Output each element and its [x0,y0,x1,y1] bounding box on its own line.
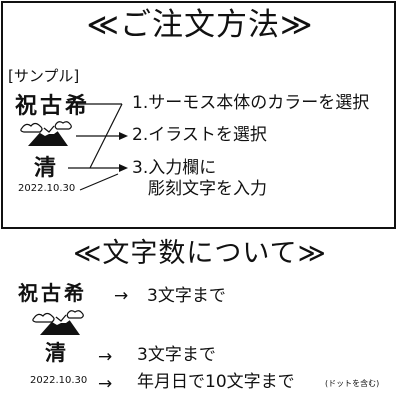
count-sample-text: 祝古希 [18,281,87,305]
sample-name: 清 [34,155,57,181]
step-2-select-illustration: 2.イラストを選択 [132,125,267,145]
arrow-right-icon [119,132,128,172]
character-count-title: ≪文字数について≫ [73,238,327,269]
mount-fuji-icon [20,121,72,146]
leader-lines [68,103,123,191]
dot-included-note: (ドットを含む) [325,379,380,388]
sample-date: 2022.10.30 [18,183,76,194]
arrow-right-icon-row1: → [114,286,129,306]
step-3-enter-engraving: 彫刻文字を入力 [148,179,267,199]
count-sample-name: 清 [45,340,66,365]
arrow-right-icon-row3: → [98,374,113,394]
sample-tag: [サンプル] [8,67,80,85]
order-method-title: ≪ご注文方法≫ [86,7,314,43]
order-method-panel [1,1,396,229]
limit-name-row: 3文字まで [137,345,216,365]
sample-engraving-text: 祝古希 [15,93,91,119]
arrow-right-icon-row2: → [98,347,113,367]
limit-date-row: 年月日で10文字まで [137,372,295,392]
count-sample-date: 2022.10.30 [30,375,88,386]
mount-fuji-icon-bottom [32,310,84,335]
step-1-select-color: 1.サーモス本体のカラーを選択 [132,93,370,113]
step-3-input-field: 3.入力欄に [132,158,217,178]
limit-text-row: 3文字まで [147,286,226,306]
